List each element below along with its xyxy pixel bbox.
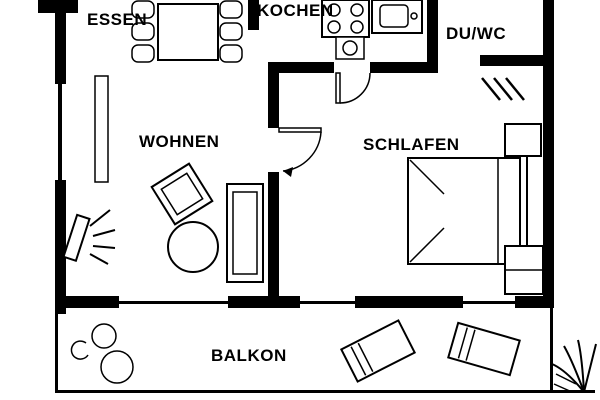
hatch-mark — [481, 77, 501, 101]
plant-grass — [555, 373, 577, 385]
dining-chair — [131, 22, 155, 41]
wall-shelf — [94, 75, 109, 183]
blanket-fold — [409, 159, 445, 195]
balcony-railing — [550, 308, 553, 393]
base-cabinet — [335, 36, 365, 60]
room-essen: ESSEN — [87, 0, 243, 63]
room-duwc: DU/WC — [446, 24, 506, 43]
tv-body — [62, 213, 91, 263]
tv — [62, 213, 91, 263]
wall-segment — [268, 172, 279, 298]
sofa-cushion — [232, 191, 258, 275]
room-label-balkon: BALKON — [211, 346, 287, 365]
plant-leaf — [577, 339, 585, 393]
room-label-wohnen: WOHNEN — [139, 132, 219, 151]
wall-segment — [268, 62, 334, 73]
window — [300, 301, 355, 304]
room-label-kochen: KOCHEN — [257, 1, 334, 20]
door-swing-arc — [282, 131, 322, 172]
walls — [38, 0, 595, 393]
small-chair — [70, 340, 89, 360]
lounger-slat — [350, 346, 367, 376]
door-swing-arrow-icon — [283, 167, 293, 177]
dining-chair — [219, 0, 243, 19]
door-swing-arc — [339, 72, 371, 104]
dining-chair — [219, 44, 243, 63]
wall-segment — [228, 296, 300, 308]
kitchen-door — [335, 72, 371, 104]
round-sink-icon — [342, 40, 358, 56]
door-leaf — [335, 72, 341, 104]
wardrobe — [504, 123, 542, 157]
lounger-slat — [465, 329, 476, 361]
round-table-large — [100, 350, 134, 384]
bedroom-door — [278, 127, 322, 177]
dining-chair — [219, 22, 243, 41]
ray — [92, 245, 116, 249]
burner-icon — [327, 20, 341, 34]
door-leaf — [278, 127, 322, 133]
balcony-door-window — [119, 301, 228, 304]
room-wohnen: WOHNEN — [62, 75, 264, 283]
wall-segment — [355, 296, 463, 308]
room-label-duwc: DU/WC — [446, 24, 506, 43]
plant-leaf — [583, 343, 597, 393]
blanket-fold — [409, 227, 445, 263]
tv-rays-icon — [89, 209, 116, 265]
hatch-mark — [505, 77, 525, 101]
balcony-railing — [55, 390, 595, 393]
wall-segment — [268, 62, 279, 128]
dining-table — [157, 3, 219, 61]
room-balkon: BALKON — [70, 319, 597, 393]
wall-segment — [248, 0, 259, 30]
wall-segment — [370, 62, 438, 73]
plant-leaf — [551, 363, 585, 393]
tap-icon — [410, 12, 418, 20]
wall-segment — [515, 296, 554, 308]
plant-grass — [553, 383, 573, 393]
table-inner — [160, 172, 204, 216]
wall-segment — [427, 0, 438, 66]
window — [58, 84, 62, 180]
wall-segment — [480, 55, 554, 66]
lounger-left — [339, 319, 417, 383]
lounger-frame — [339, 319, 417, 383]
plant-leaf — [563, 345, 585, 393]
lounger-slat — [457, 327, 468, 359]
wall-segment — [55, 296, 119, 308]
round-table-small — [91, 323, 117, 349]
plant-icon — [551, 339, 597, 393]
burner-icon — [350, 3, 364, 17]
burner-icon — [350, 20, 364, 34]
sink-basin — [379, 4, 409, 28]
wall-segment — [543, 0, 554, 308]
hatch-mark — [493, 77, 513, 101]
room-label-schlafen: SCHLAFEN — [363, 135, 460, 154]
dining-chair — [131, 0, 155, 19]
dining-chair — [131, 44, 155, 63]
ray — [89, 253, 109, 265]
ray — [92, 229, 116, 237]
lounger-frame — [447, 321, 521, 377]
rotated-square-table — [150, 162, 214, 226]
burner-icon — [327, 3, 341, 17]
balcony-railing — [55, 308, 58, 393]
room-label-essen: ESSEN — [87, 10, 147, 29]
lounger-slat — [357, 342, 374, 372]
room-schlafen: SCHLAFEN — [363, 123, 544, 295]
entrance-door-hatch — [481, 77, 525, 101]
round-table — [167, 221, 219, 273]
window — [463, 301, 515, 304]
room-kochen: KOCHEN — [257, 0, 423, 60]
ray — [89, 209, 111, 227]
lounger-right — [447, 321, 521, 377]
